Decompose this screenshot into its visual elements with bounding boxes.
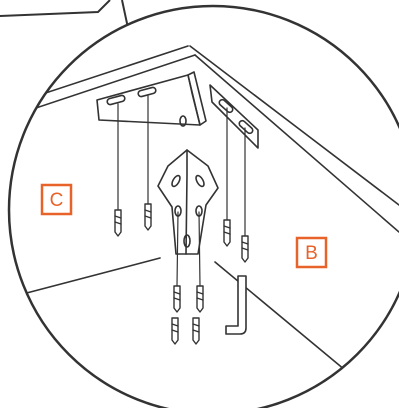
svg-text:B: B [305,243,318,264]
screw [193,318,199,344]
screw [145,204,151,230]
screw [172,318,178,344]
screw [174,286,180,312]
magnifier-circle [9,6,399,408]
screw [197,286,203,312]
screw [242,236,248,262]
svg-text:C: C [50,190,64,211]
zoom-callout-lines [0,0,128,28]
screw [224,220,230,246]
screw [115,210,121,236]
